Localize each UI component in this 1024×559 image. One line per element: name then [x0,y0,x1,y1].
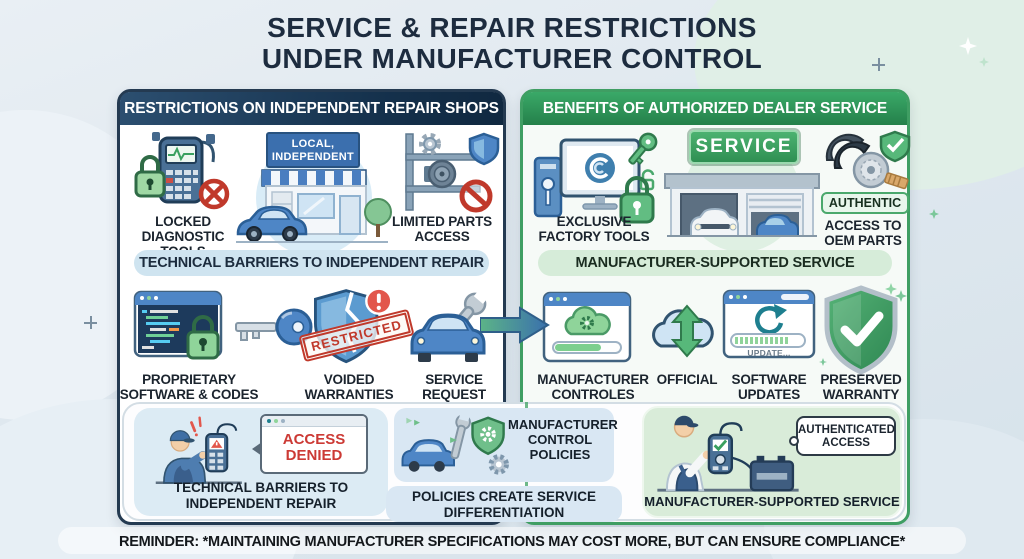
sparkle-icon [979,57,989,67]
page-title: SERVICE & REPAIR RESTRICTIONS UNDER MANU… [0,12,1024,74]
access-oem-parts-label: ACCESS TO OEM PARTS [824,218,902,248]
page-title-line2: UNDER MANUFACTURER CONTROL [261,43,763,74]
factory-tools-icon [533,132,658,224]
garage-service-sign: SERVICE [689,130,799,164]
manufacturer-controls-window-icon [542,291,632,363]
update-progress-text: UPDATE... [747,348,791,358]
official-cloud-icon [652,304,714,358]
left-to-right-arrow-icon [480,306,550,344]
exclusive-factory-tools-label: EXCLUSIVE FACTORY TOOLS [538,214,650,244]
authentic-badge: AUTHENTIC [821,192,909,214]
software-updates-label: SOFTWARE UPDATES [731,372,807,402]
proprietary-software-label: PROPRIETARY SOFTWARE & CODES [119,372,259,402]
control-policies-illustration-icon [401,411,509,475]
service-request-label: SERVICE REQUEST [422,372,486,402]
voided-warranties-label: VOIDED WARRANTIES [304,372,394,402]
footer-reminder: REMINDER: *MAINTAINING MANUFACTURER SPEC… [119,533,905,550]
manufacturer-control-policies-label: MANUFACTURER CONTROL POLICIES [508,417,618,462]
window-dot-icon [281,419,285,423]
locked-diagnostic-tool-icon [134,132,230,210]
page-title-line1: SERVICE & REPAIR RESTRICTIONS [267,12,757,43]
sparkle-icon [929,209,939,219]
limited-parts-icon [405,132,500,213]
storefront-sign-line1: LOCAL, [291,138,335,150]
storefront-sign: LOCAL, INDEPENDENT [266,132,360,168]
plus-decoration-icon [84,316,97,329]
voided-warranty-icon: RESTRICTED [298,284,415,374]
official-label: OFFICIAL [656,372,718,387]
proprietary-code-window-icon [133,290,223,360]
storefront-sign-line2: INDEPENDENT [271,150,355,163]
software-updates-window-icon: UPDATE... [721,288,817,366]
right-panel-header: BENEFITS OF AUTHORIZED DEALER SERVICE [523,92,907,125]
window-dot-icon [274,419,278,423]
preserved-warranty-shield-icon [819,285,907,375]
left-panel-header: RESTRICTIONS ON INDEPENDENT REPAIR SHOPS [120,92,503,125]
oem-parts-icon [825,130,911,190]
sparkle-icon [885,283,897,295]
access-denied-text: ACCESS DENIED [282,431,346,464]
independent-storefront-icon: LOCAL, INDEPENDENT [232,132,392,256]
access-denied-bubble: ACCESS DENIED [252,414,368,474]
right-banner-manufacturer-supported: MANUFACTURER-SUPPORTED SERVICE [538,250,892,276]
bubble-tail [252,442,262,456]
plus-decoration-icon [872,58,885,71]
footer-strip [58,527,966,554]
preserved-warranty-label: PRESERVED WARRANTY [820,372,902,402]
window-dot-icon [267,419,271,423]
bottom-left-box: ACCESS DENIED TECHNICAL BARRIERS TO INDE… [134,408,388,516]
bottom-middle-pill: POLICIES CREATE SERVICE DIFFERENTIATION [386,486,622,522]
bottom-left-caption: TECHNICAL BARRIERS TO INDEPENDENT REPAIR [173,480,349,511]
authenticated-access-tag: AUTHENTICATED ACCESS [789,416,896,456]
bottom-right-box: AUTHENTICATED ACCESS MANUFACTURER-SUPPOR… [642,406,902,518]
policies-differentiation-caption: POLICIES CREATE SERVICE DIFFERENTIATION [411,489,597,520]
service-request-car-icon [410,288,491,362]
sparkle-icon [959,37,977,55]
left-banner-technical-barriers: TECHNICAL BARRIERS TO INDEPENDENT REPAIR [134,250,489,276]
technician-authenticated-icon [657,415,799,492]
right-panel-benefits: BENEFITS OF AUTHORIZED DEALER SERVICE [520,89,911,525]
dealer-garage-icon: SERVICE [653,128,831,252]
bottom-middle-box: MANUFACTURER CONTROL POLICIES [394,408,618,482]
bubble-window-header [262,416,366,427]
bottom-right-caption: MANUFACTURER-SUPPORTED SERVICE [644,494,900,509]
limited-parts-access-label: LIMITED PARTS ACCESS [392,214,492,244]
manufacturer-controls-label: MANUFACTURER CONTROLES [537,372,649,402]
technician-access-denied-icon [155,416,242,484]
